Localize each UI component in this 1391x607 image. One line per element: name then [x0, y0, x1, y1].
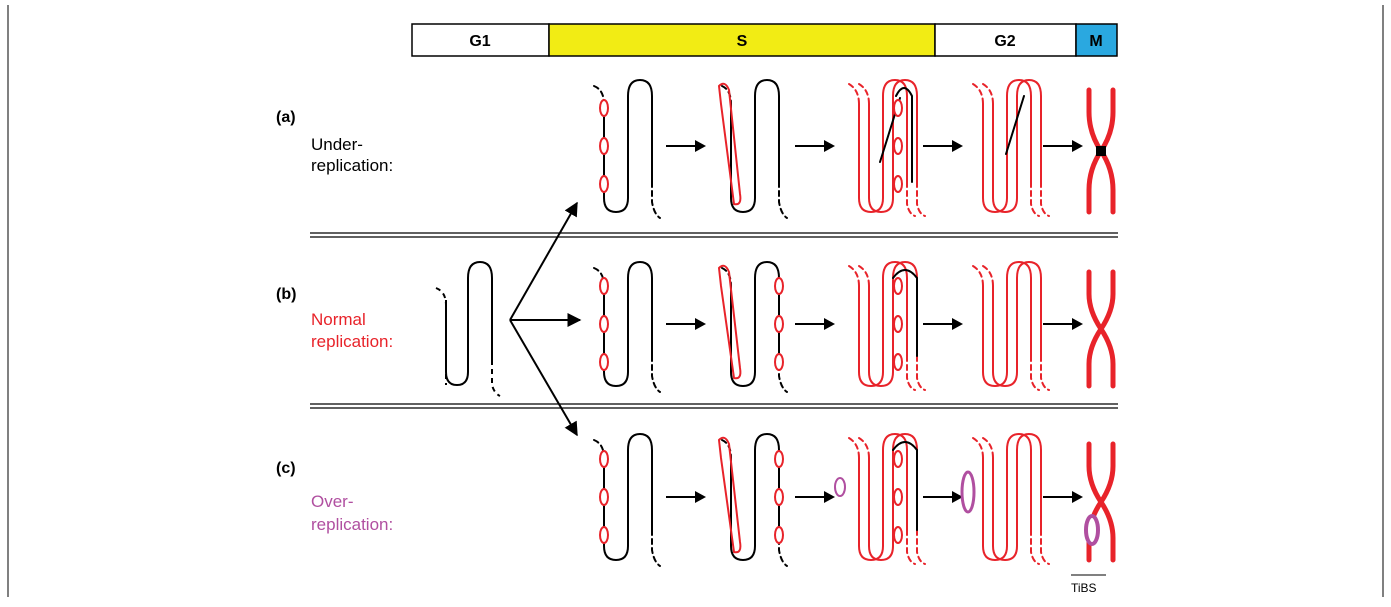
- phase-label-s: S: [737, 33, 748, 50]
- phase-label-g2: G2: [994, 33, 1015, 50]
- row-c-arrow-4: [1043, 491, 1083, 503]
- arrow-to-over: [509, 319, 578, 437]
- row-b-arrow-3: [923, 318, 963, 330]
- phase-label-g1: G1: [469, 33, 490, 50]
- row-a-stage-4: [972, 78, 1050, 217]
- row-b-arrow-1: [666, 318, 706, 330]
- phase-label-m: M: [1089, 33, 1102, 50]
- credit-text: TiBS: [1071, 581, 1097, 595]
- row-a-stage-1: [593, 78, 661, 219]
- stages-layer: [593, 78, 1116, 567]
- row-b-stage-2: [717, 260, 788, 393]
- credit-mark: TiBS: [1071, 574, 1106, 595]
- row-c-arrow-2: [795, 491, 835, 503]
- row-text-a-2: replication:: [311, 156, 393, 175]
- phase-m: [1075, 23, 1118, 57]
- row-letter-c: (c): [276, 460, 296, 477]
- row-c-arrow-1: [666, 491, 706, 503]
- row-c-stage-4: [960, 432, 1050, 565]
- row-b-stage-3: [848, 260, 926, 391]
- row-a-stage-3: [848, 78, 926, 217]
- row-b-arrow-4: [1043, 318, 1083, 330]
- row-c-m-chromosome: [1084, 441, 1116, 563]
- row-b-stage-4: [972, 260, 1050, 391]
- row-c-stage-1: [593, 432, 661, 567]
- phase-g2: [934, 23, 1077, 57]
- row-b-m-chromosome: [1086, 269, 1116, 389]
- row-text-b-2: replication:: [311, 332, 393, 351]
- row-c-stage-3: [834, 432, 926, 565]
- row-a-m-chromosome: [1086, 87, 1116, 215]
- row-text-b-1: Normal: [311, 310, 366, 329]
- cell-cycle-bar: G1 S G2 M: [411, 23, 1118, 57]
- branch-arrows: [509, 201, 582, 437]
- row-b-arrow-2: [795, 318, 835, 330]
- row-label-b: (b) Normal replication:: [276, 286, 393, 351]
- g1-chromatin: [435, 260, 501, 397]
- row-a-arrow-3: [923, 140, 963, 152]
- row-b-stage-1: [593, 260, 661, 393]
- row-separator-1: [310, 232, 1118, 238]
- arrow-to-under: [509, 201, 578, 321]
- row-letter-a: (a): [276, 109, 296, 126]
- row-label-a: (a) Under- replication:: [276, 109, 393, 175]
- row-separator-2: [310, 403, 1118, 409]
- row-a-arrow-2: [795, 140, 835, 152]
- row-c-stage-2: [717, 432, 788, 567]
- row-a-arrow-4: [1043, 140, 1083, 152]
- row-c-arrow-3: [923, 491, 963, 503]
- row-text-a-1: Under-: [311, 135, 363, 154]
- row-text-c-2: replication:: [311, 515, 393, 534]
- row-a-stage-2: [717, 78, 788, 219]
- row-a-arrow-1: [666, 140, 706, 152]
- row-text-c-1: Over-: [311, 492, 354, 511]
- row-label-c: (c) Over- replication:: [276, 460, 393, 534]
- row-letter-b: (b): [276, 286, 296, 303]
- phase-s: [548, 23, 936, 57]
